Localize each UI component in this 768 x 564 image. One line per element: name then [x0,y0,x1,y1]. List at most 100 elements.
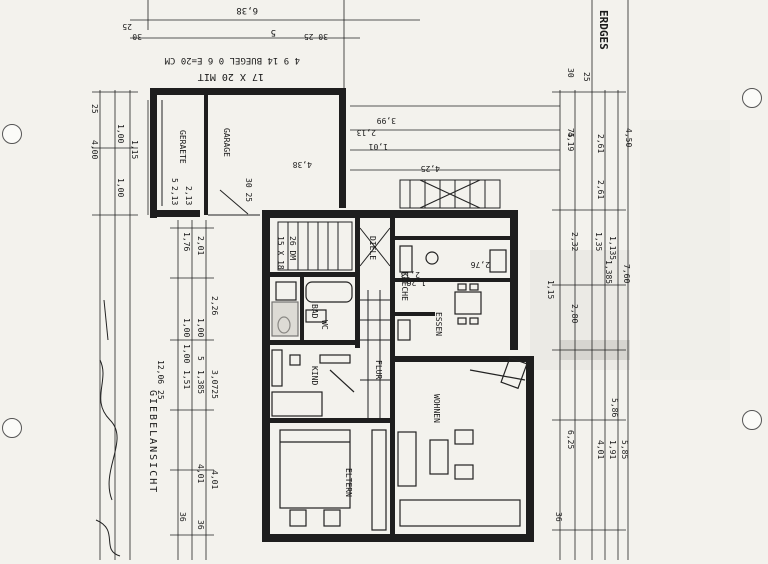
right-dimensions: 30 25 4,19 75 2,61 2,61 4,50 2,32 1,35 1… [554,68,633,522]
eltern-furniture [279,429,387,531]
top-dim-30: 30 [132,32,142,41]
left-inner-dimensions: 1,15 2,13 5 2,26 1,00 5 1,51 1,385 3,072… [130,140,219,522]
left-inner-213: 2,13 [170,186,179,205]
left-dim-36: 36 [196,520,205,530]
garage-dim-213: 2,13 [184,186,193,205]
right-dim-261a: 2,61 [596,134,605,153]
wohnen-furniture [397,356,528,527]
right-dim-1385: 1,385 [604,260,613,284]
kitchen-dim-425: 4,25 [421,164,440,173]
kitchen-dim-115: 1,15 [546,280,555,299]
right-dim-1135: 1,135 [608,236,617,260]
kitchen-dim-213: 2,13 [401,270,420,279]
signature [95,299,121,557]
top-dim-638: 6,38 [236,5,258,15]
room-label-geraete: GERAETE [178,130,187,164]
sheet-frame-lines [130,0,629,560]
left-dim-25b: 25 [156,390,165,400]
left-dim-100c: 1,00 [182,318,191,337]
kind-furniture [271,349,355,417]
room-label-eltern: ELTERN [344,468,353,497]
top-dim-3025a: 30 25 [304,32,328,41]
right-dimension-chains [350,90,626,560]
elevation-label: GIEBELANSICHT [147,390,158,494]
garage-dim-101: 1,01 [369,142,388,151]
left-outer-dimensions: 4,00 25 1,00 1,00 1,76 2,01 1,00 1,00 12… [90,104,205,530]
garage-dimensions: 4,38 30 25 2,13 3,99 2,13 1,01 [184,116,396,205]
right-dim-585: 5,85 [620,440,629,459]
house-interior-walls [268,218,510,534]
left-inner-115: 1,15 [130,140,139,159]
right-dim-586: 5,86 [610,398,619,417]
right-dim-261b: 2,61 [596,180,605,199]
left-dim-201: 2,01 [196,236,205,255]
punch-hole-right-bottom [742,410,762,430]
garage-dim-3025: 30 25 [244,178,253,202]
room-label-wc: WC [320,320,329,330]
right-dim-25: 25 [582,72,591,82]
room-label-essen: ESSEN [434,312,443,336]
left-inner-401: 4,01 [210,470,219,489]
kitchen-dim-126: 1,26 [407,278,426,287]
left-inner-5a: 5 [170,178,179,183]
garage-block [150,88,346,218]
room-label-garage: GARAGE [222,128,231,157]
left-inner-5b: 5 [196,356,205,361]
stair-callouts: 15 X 18 26 DM [276,236,297,270]
left-inner-1385: 1,385 [196,370,205,394]
room-label-bad: BAD [310,304,319,319]
house-outer-walls [262,210,534,542]
left-inner-151: 1,51 [182,370,191,389]
right-dim-280: 2,80 [570,304,579,323]
left-inner-226: 2,26 [210,296,219,315]
right-dim-232: 2,32 [570,232,579,251]
kitchen-dining-furniture [397,245,507,341]
right-dim-450: 4,50 [624,128,633,147]
stair-note-3: 15 X 18 [276,236,285,270]
right-dim-625: 6,25 [566,430,575,449]
right-dim-75: 75 [566,128,575,138]
right-dim-135: 1,35 [594,232,603,251]
right-dim-30: 30 [566,68,575,78]
stair-note-4: 26 DM [288,236,297,260]
left-inner-30725: 3,0725 [210,370,219,399]
kitchen-dim-276: 2,76 [471,260,490,269]
left-dim-100b: 1,00 [116,178,125,197]
right-dim-419: 4,19 [566,132,575,151]
left-inner-100: 1,00 [182,344,191,363]
left-dim-25a: 25 [90,104,99,114]
room-label-flur: FLUR [374,360,383,379]
stair-note-2: 4 9 14 BUEGEL 0 6 E=20 CM [164,55,300,65]
room-label-kueche: KUECHE [400,272,409,301]
garage-dim-399: 3,99 [377,116,396,125]
garage-dim-438: 4,38 [293,160,312,169]
left-dim-176: 1,76 [182,232,191,251]
room-labels: GERAETE GARAGE DIELE KUECHE ESSEN BAD WC… [178,128,443,497]
punch-hole-left-bottom [2,418,22,438]
punch-hole-right-top [742,88,762,108]
bathroom-fixtures [271,281,353,337]
room-label-diele: DIELE [368,236,377,260]
room-label-wohnen: WOHNEN [432,394,441,423]
left-dim-100d: 1,00 [196,318,205,337]
left-dim-1206: 12,06 [156,360,165,384]
right-dim-191: 1,91 [608,440,617,459]
left-dim-400: 4,00 [90,140,99,159]
right-dim-401: 4,01 [596,440,605,459]
header-notes: 17 X 20 MIT 4 9 14 BUEGEL 0 6 E=20 CM 6,… [122,5,328,82]
right-dim-36: 36 [554,512,563,522]
scan-noise [530,120,730,380]
left-inner-36: 36 [178,512,187,522]
sheet-label: ERDGES [597,10,610,50]
right-dim-760: 7,60 [622,264,631,283]
punch-hole-left-top [2,124,22,144]
left-dim-100a: 1,00 [116,124,125,143]
stair-note-1: 17 X 20 MIT [198,71,264,82]
garage-dim-213b: 2,13 [357,128,376,137]
staircase [277,179,501,418]
top-dim-25: 25 [122,22,132,31]
kitchen-dimensions: 2,76 4,25 2,13 1,26 1,15 [401,164,555,299]
left-dim-401: 4,01 [196,464,205,483]
